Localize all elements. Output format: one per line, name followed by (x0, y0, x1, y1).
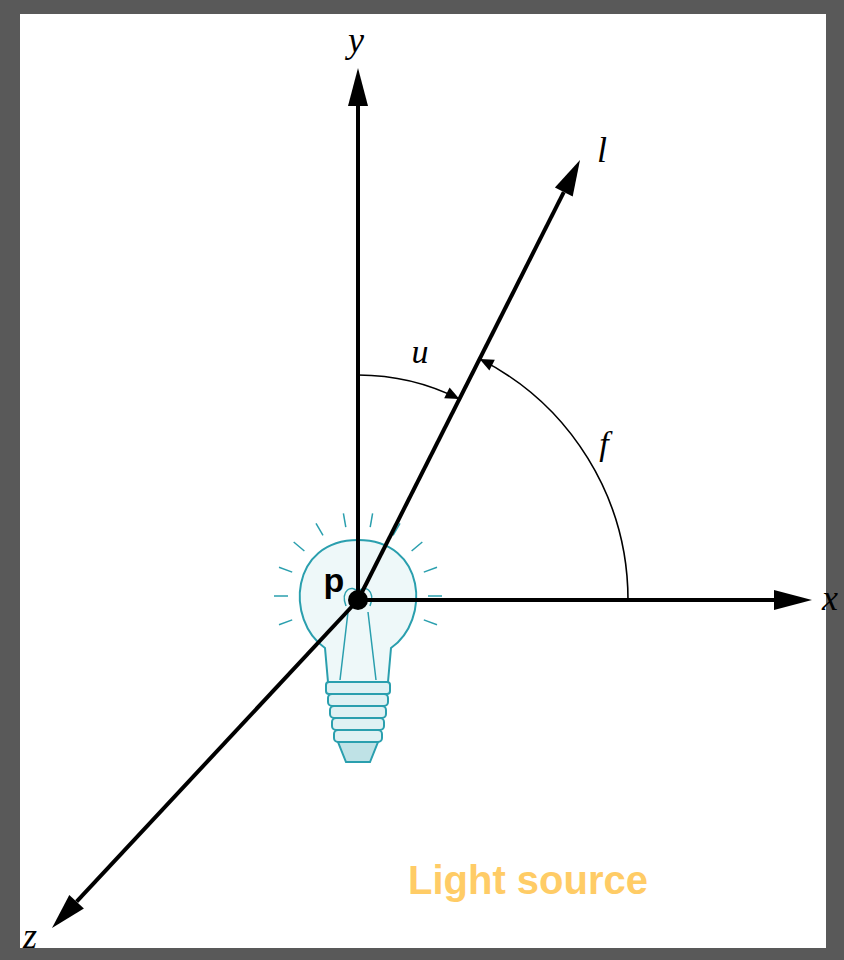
angle-label: u (412, 335, 429, 369)
vector-label: l (597, 132, 607, 168)
x-axis (358, 598, 776, 602)
bulb-base (326, 682, 390, 762)
phi-arc (480, 359, 628, 600)
theta-arc (358, 375, 459, 399)
l-vector (358, 192, 564, 600)
angle-arcs (358, 359, 628, 600)
filament (340, 588, 376, 680)
y-axis (356, 104, 360, 600)
axis-arrowheads (52, 68, 812, 928)
point-label: p (324, 563, 345, 597)
angle-label: f (599, 427, 608, 461)
axis-label: z (23, 918, 37, 954)
axis-label: y (348, 22, 364, 58)
point-p (348, 590, 368, 610)
z-axis (77, 600, 358, 902)
white-panel (20, 14, 826, 948)
axes (77, 104, 776, 902)
axis-label: x (822, 580, 838, 616)
caption-label: Light source (408, 860, 648, 900)
arc-arrowheads (444, 359, 495, 399)
